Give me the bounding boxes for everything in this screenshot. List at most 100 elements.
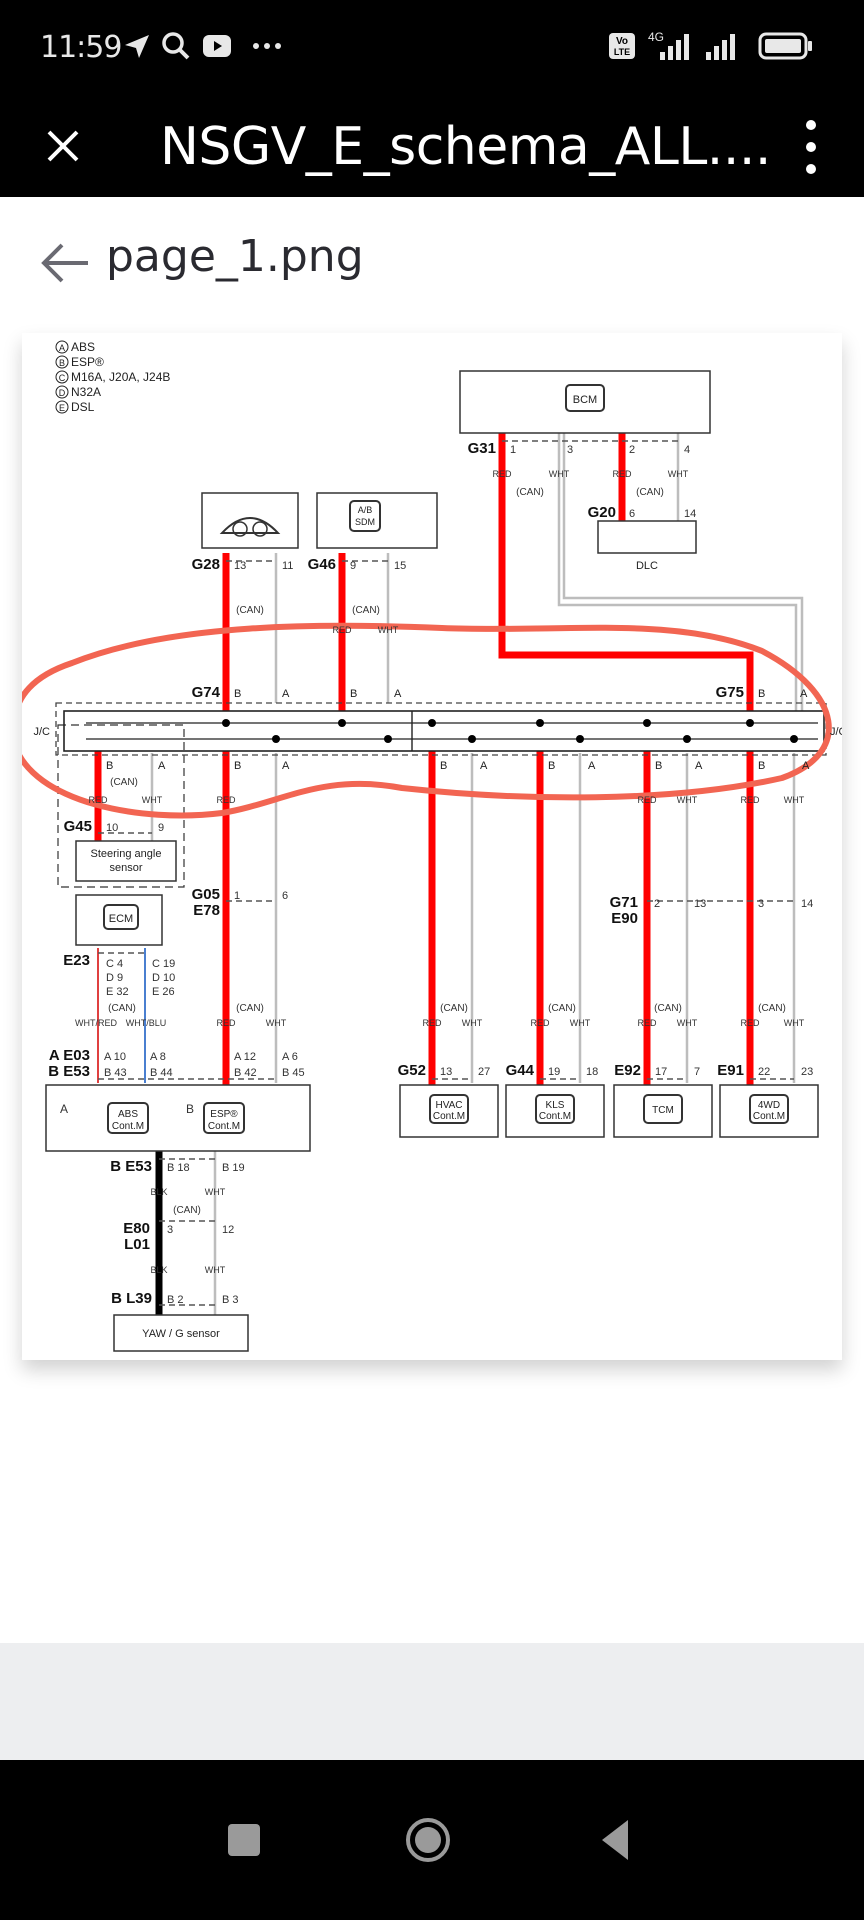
can-low-wires [150,433,804,1340]
connector-ids: G31 G20 G28 G46 G74 G75 G45 G05 E78 E23 … [48,440,744,1307]
pin-number: 27 [478,1066,490,1078]
back-button[interactable] [40,241,92,285]
wire-color-label: WHT [205,1265,226,1275]
connector-id: G45 [64,818,92,835]
pin-number: B 18 [167,1162,190,1174]
can-label: (CAN) [440,1003,468,1014]
highlight-annotation [22,622,832,819]
pin-number: 3 [167,1224,173,1236]
pin-letter: A [800,688,808,700]
hvac-chip-icon [429,1094,469,1124]
pin-number: 6 [629,508,635,520]
dlc-module [597,520,697,554]
can-label: (CAN) [108,1003,136,1014]
connector-id: G05 [192,886,220,903]
wire-color-label: RED [422,1018,442,1028]
pin-letter: B [440,760,447,772]
legend-badge: B [59,358,65,368]
yaw-sensor-module [113,1314,249,1352]
module-labels: BCM DLC A/B SDM Steering angle sensor EC… [91,394,786,1340]
connector-id: B E53 [48,1063,90,1080]
connector-id: G28 [192,556,220,573]
connector-id: B E53 [110,1158,152,1175]
home-button[interactable] [396,1808,460,1872]
wire-wht [562,433,804,711]
connector-id: G74 [192,684,221,701]
joint-connector [63,710,825,752]
pin-number: B 43 [104,1067,127,1079]
connector-id: E91 [717,1062,744,1079]
abs-label: ABS [118,1109,138,1120]
more-dots-icon [252,30,282,62]
back-triangle-icon [602,1820,628,1860]
esp-label: Cont.M [208,1121,240,1132]
wire-color-label: WHT [378,625,399,635]
pin-number: 12 [222,1224,234,1236]
pin-number: 3 [567,444,573,456]
svg-text:Vo: Vo [616,36,628,47]
can-label: (CAN) [516,487,544,498]
pin-number: 19 [548,1066,560,1078]
pin-letter: B [758,760,765,772]
pin-number: 11 [282,560,293,572]
legend-text: N32A [71,385,101,399]
pin-number: 3 [758,898,764,910]
pin-number: 9 [350,560,356,572]
wire-color-label: RED [637,1018,657,1028]
esp-label: ESP® [210,1109,238,1120]
status-time: 11:59 [40,30,122,65]
wire-color-label: RED [740,1018,760,1028]
legend-text: DSL [71,400,95,414]
pin-number: 13 [440,1066,452,1078]
wire-color-label: WHT/BLU [126,1018,167,1028]
back-nav-button[interactable] [584,1808,648,1872]
pin-number: 18 [586,1066,598,1078]
connector-id: E78 [193,902,220,919]
recents-button[interactable] [212,1808,276,1872]
pin-number: 1 [234,890,240,902]
sdm-label: SDM [355,517,375,527]
pin-letter: B [234,760,241,772]
yaw-label: YAW / G sensor [142,1328,220,1340]
wire-color-label: WHT [677,795,698,805]
legend-text: ESP® [71,355,104,369]
pin-letter: A [158,760,166,772]
bcm-label: BCM [573,394,597,406]
pin-letter: A [695,760,703,772]
wire-color-label: WHT [142,795,163,805]
pin-number: 15 [394,560,406,572]
more-options-button[interactable] [796,116,826,178]
page-header: page_1.png [0,197,864,327]
can-label: (CAN) [236,1003,264,1014]
pin-number: 14 [684,508,696,520]
connector-id: L01 [124,1236,150,1253]
wire-color-label: WHT [549,469,570,479]
can-label: (CAN) [758,1003,786,1014]
connector-id: E80 [123,1220,150,1237]
document-title: NSGV_E_schema_ALL.... [160,117,771,177]
legend-item: B ESP® [55,355,104,369]
sdm-chip-icon [349,500,381,532]
can-high-wires [94,433,754,1085]
wire-color-label: RED [530,1018,550,1028]
pin-number: 14 [801,898,813,910]
jc-label: J/C [830,726,842,738]
close-button[interactable] [38,118,88,174]
pin-number: 1 [510,444,516,456]
wire-color-label: WHT [266,1018,287,1028]
pin-number: 17 [655,1066,667,1078]
wire-color-label: WHT [784,795,805,805]
legend-badge: E [59,403,65,413]
can-label: (CAN) [352,605,380,616]
kls-label: Cont.M [539,1111,571,1122]
pin-number: A 6 [282,1051,298,1063]
menu-dot [806,142,816,152]
module-chip-icons [103,384,789,1134]
tcm-chip-icon [643,1094,683,1124]
